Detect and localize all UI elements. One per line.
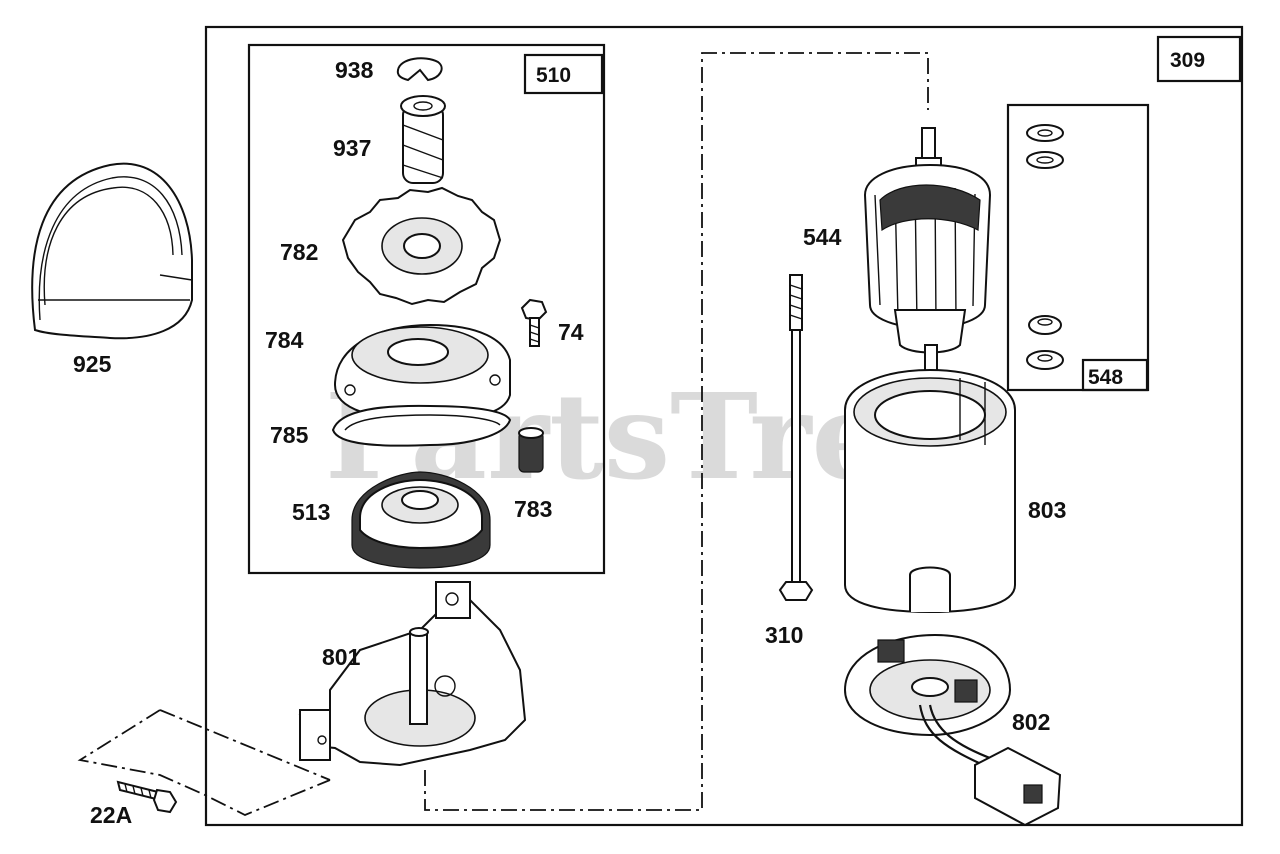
assembly-line-bracket <box>159 709 331 781</box>
assembly-line-main <box>424 52 929 811</box>
gear-782 <box>341 186 502 306</box>
label-box-309 <box>1156 35 1242 83</box>
label-544: 544 <box>803 224 842 250</box>
housing-803 <box>844 368 1016 614</box>
bolt-74 <box>520 298 548 347</box>
label-925: 925 <box>73 351 112 377</box>
label-310: 310 <box>765 622 803 648</box>
label-309: 309 <box>1170 49 1205 72</box>
outer-box-309 <box>204 25 1244 827</box>
label-801: 801 <box>322 644 361 670</box>
screw-22a <box>116 780 178 814</box>
label-510: 510 <box>536 64 571 87</box>
label-803: 803 <box>1028 497 1066 523</box>
label-782: 782 <box>280 239 318 265</box>
clip-938 <box>396 57 443 82</box>
pinion-783 <box>518 427 544 473</box>
armature-544 <box>863 127 992 374</box>
label-74: 74 <box>558 319 584 345</box>
label-784: 784 <box>265 327 304 353</box>
ring-gear-513 <box>351 471 491 569</box>
gasket-785 <box>331 404 512 447</box>
label-937: 937 <box>333 135 371 161</box>
inner-box-510 <box>247 43 606 575</box>
label-22a: 22A <box>90 802 132 828</box>
washers-548 <box>1026 124 1064 370</box>
washer-box-548 <box>1006 103 1150 392</box>
label-785: 785 <box>270 422 309 448</box>
label-802: 802 <box>1012 709 1050 735</box>
cover-925 <box>31 162 193 340</box>
label-box-510 <box>523 53 604 95</box>
label-513: 513 <box>292 499 330 525</box>
brush-plate-802 <box>843 633 1062 827</box>
worm-937 <box>400 95 446 184</box>
bracket-801 <box>298 581 527 767</box>
label-938: 938 <box>335 57 374 83</box>
through-bolt-310 <box>778 274 814 601</box>
label-783: 783 <box>514 496 552 522</box>
label-box-548 <box>1081 358 1149 392</box>
label-548: 548 <box>1088 366 1123 389</box>
